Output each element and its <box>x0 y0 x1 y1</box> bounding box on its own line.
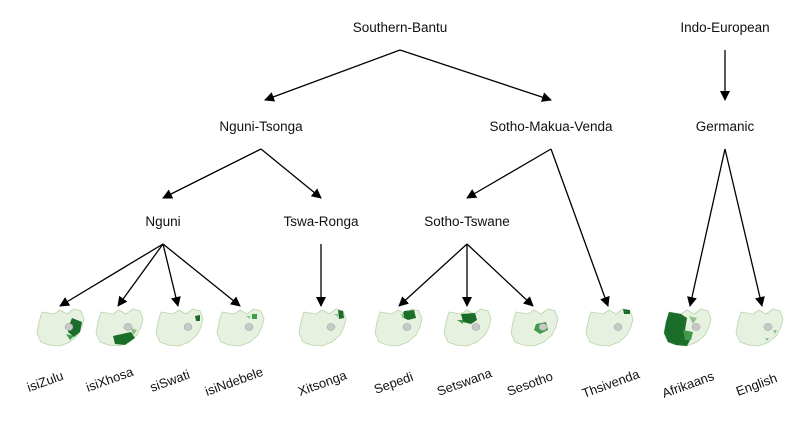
map-sesotho <box>510 308 559 347</box>
map-xitsonga <box>298 308 347 347</box>
map-lesotho <box>183 323 193 331</box>
node-tswa-ronga: Tswa-Ronga <box>283 214 359 229</box>
arrow-nguni-to-isizulu <box>59 243 164 307</box>
map-outline <box>510 308 559 347</box>
map-lesotho <box>613 323 623 331</box>
map-lesotho <box>691 323 701 331</box>
map-lesotho <box>402 323 412 331</box>
arrow-sotho-makua-venda-to-thsivenda <box>550 148 610 307</box>
leaf-label-setswana: Setswana <box>435 365 495 399</box>
leaf-label-thsivenda: Thsivenda <box>580 366 642 401</box>
language-maps <box>36 308 784 347</box>
map-shading-strong <box>113 332 135 345</box>
map-shading-strong <box>623 309 630 314</box>
map-lesotho <box>123 323 133 331</box>
leaf-label-xitsonga: Xitsonga <box>296 367 349 399</box>
arrow-germanic-to-english <box>724 148 765 307</box>
node-indo-european: Indo-European <box>680 20 769 35</box>
leaf-label-sesotho: Sesotho <box>505 368 555 398</box>
map-shading-medium <box>683 330 693 340</box>
map-lesotho <box>471 323 481 331</box>
map-lesotho <box>64 323 74 331</box>
map-thsivenda <box>585 308 634 347</box>
arrow-nguni-tsonga-to-tswa-ronga <box>260 148 322 199</box>
arrow-nguni-to-siswati <box>162 243 181 307</box>
map-shading-light <box>246 316 250 319</box>
map-shading-light <box>773 330 777 334</box>
arrow-nguni-to-isixhosa <box>117 243 164 307</box>
arrow-southern-bantu-to-nguni-tsonga <box>264 49 401 102</box>
map-shading-medium <box>252 314 257 319</box>
node-sotho-makua-venda: Sotho-Makua-Venda <box>489 119 613 134</box>
map-outline <box>585 308 634 347</box>
node-southern-bantu: Southern-Bantu <box>353 20 448 35</box>
map-shading-light <box>689 316 697 324</box>
map-lesotho <box>244 323 254 331</box>
map-lesotho <box>763 323 773 331</box>
map-shading-strong <box>68 318 82 337</box>
arrow-sotho-tswane-to-sepedi <box>398 243 468 307</box>
map-afrikaans <box>663 308 712 347</box>
map-shading-medium <box>457 320 463 324</box>
map-isixhosa <box>95 308 144 347</box>
map-lesotho <box>538 323 548 331</box>
node-germanic: Germanic <box>696 119 755 134</box>
map-shading-light <box>765 338 769 341</box>
arrow-nguni-tsonga-to-nguni <box>162 148 262 199</box>
leaf-label-siswati: siSwati <box>148 367 192 395</box>
map-isindebele <box>216 308 265 347</box>
leaf-label-isizulu: isiZulu <box>25 368 65 395</box>
map-sepedi <box>374 308 423 347</box>
map-outline <box>155 308 204 347</box>
map-shading-strong <box>338 310 344 319</box>
arrow-germanic-to-afrikaans <box>687 148 726 307</box>
map-lesotho <box>326 323 336 331</box>
arrow-sotho-tswane-to-sesotho <box>466 243 534 307</box>
map-shading-strong <box>195 315 200 321</box>
node-nguni: Nguni <box>145 214 180 229</box>
leaf-label-isindebele: isiNdebele <box>203 364 265 399</box>
leaf-label-english: English <box>734 370 779 399</box>
map-shading-strong <box>402 310 416 320</box>
map-setswana <box>443 308 492 347</box>
arrow-sotho-makua-venda-to-sotho-tswane <box>466 148 552 199</box>
tree-edges <box>59 49 765 307</box>
map-shading-strong <box>461 313 477 324</box>
arrow-nguni-to-isindebele <box>162 243 241 307</box>
map-shading-light <box>334 314 338 317</box>
map-isizulu <box>36 308 85 347</box>
map-shading-light <box>131 328 137 336</box>
map-outline <box>298 308 347 347</box>
node-sotho-tswane: Sotho-Tswane <box>424 214 510 229</box>
leaf-label-isixhosa: isiXhosa <box>84 364 136 395</box>
map-outline <box>443 308 492 347</box>
map-shading-medium <box>66 334 74 340</box>
map-shading-strong <box>664 312 691 346</box>
leaf-label-afrikaans: Afrikaans <box>660 368 717 401</box>
map-siswati <box>155 308 204 347</box>
leaf-label-sepedi: Sepedi <box>372 369 415 397</box>
arrow-southern-bantu-to-sotho-makua-venda <box>399 49 552 102</box>
map-outline <box>735 308 784 347</box>
map-english <box>735 308 784 347</box>
node-nguni-tsonga: Nguni-Tsonga <box>219 119 303 134</box>
map-shading-light <box>400 314 404 318</box>
